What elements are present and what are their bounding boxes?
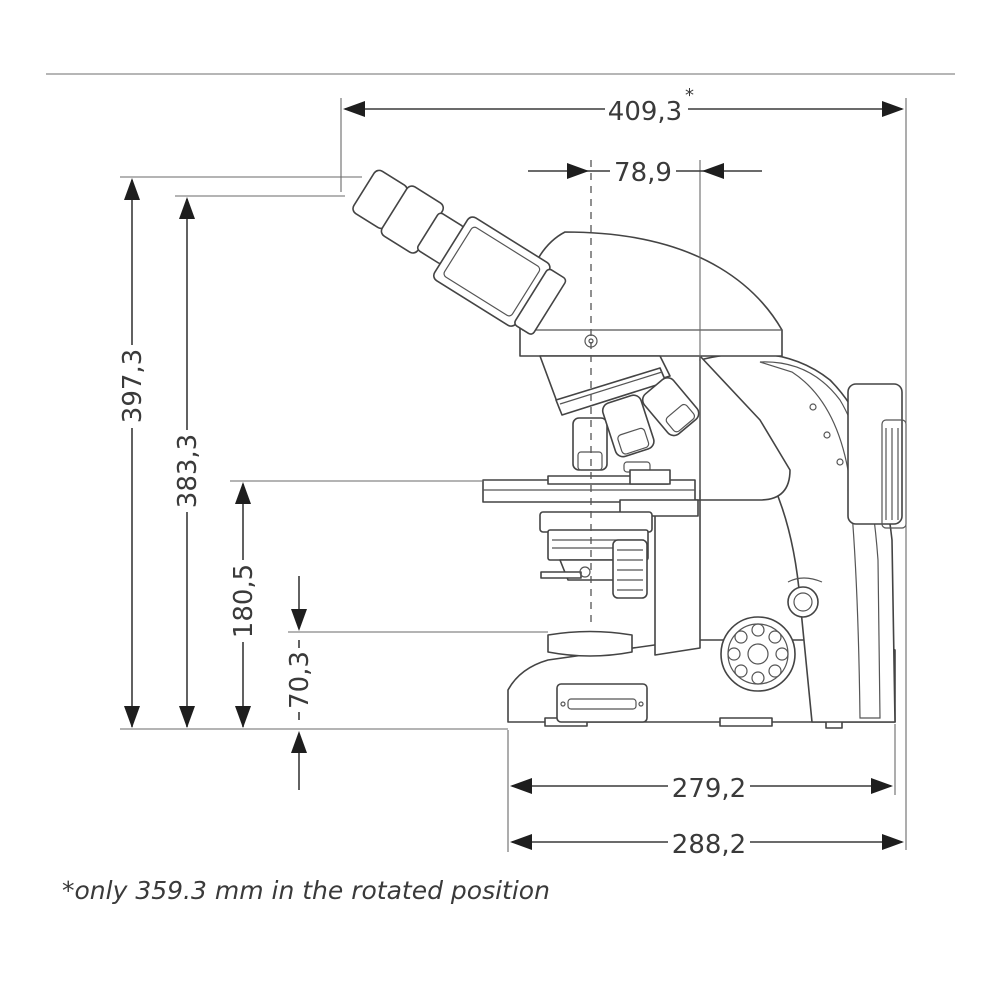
microscope-side-view-illustration <box>352 160 907 729</box>
footnote: *only 359.3 mm in the rotated position <box>62 876 550 905</box>
dimension-height-condenser: 70,3 <box>285 576 315 790</box>
dim-height-stage-label: 180,5 <box>229 564 259 638</box>
dim-height-condenser-label: 70,3 <box>285 651 315 709</box>
dimension-eyepiece-offset: 78,9 <box>528 158 762 188</box>
dimension-base-depth: 279,2 <box>510 774 893 804</box>
dim-height-eyepiece-label: 383,3 <box>173 434 203 508</box>
dimension-height-stage: 180,5 <box>229 482 259 728</box>
dimension-total-depth: 288,2 <box>510 830 904 860</box>
extension-lines <box>120 98 907 852</box>
dim-total-depth-label: 288,2 <box>672 830 746 860</box>
dim-base-depth-label: 279,2 <box>672 774 746 804</box>
dim-overall-width-asterisk: * <box>685 85 694 106</box>
dim-overall-width-label: 409,3 <box>608 97 682 127</box>
dimension-height-total: 397,3 <box>118 178 148 728</box>
dimension-height-eyepiece: 383,3 <box>173 197 203 728</box>
dim-height-total-label: 397,3 <box>118 349 148 423</box>
dim-eyepiece-offset-label: 78,9 <box>614 158 672 188</box>
dimension-overall-width: 409,3 * <box>343 85 904 127</box>
